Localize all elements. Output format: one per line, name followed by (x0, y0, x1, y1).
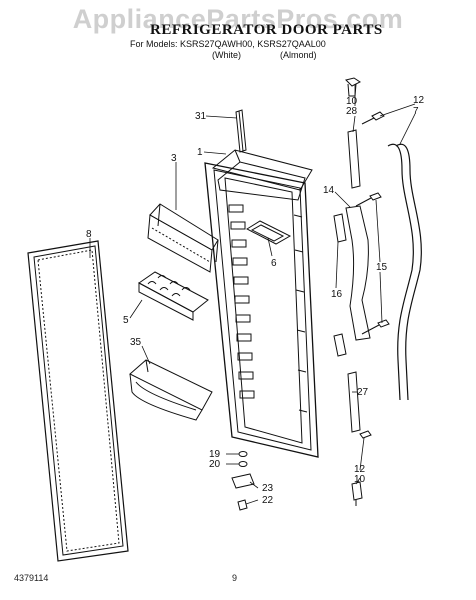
document-number: 4379114 (14, 573, 49, 583)
callout-1: 1 (197, 147, 203, 158)
callout-23: 23 (262, 483, 274, 494)
egg-tray-part (138, 271, 209, 321)
callout-27: 27 (357, 387, 369, 398)
callout-22: 22 (262, 495, 274, 506)
screw-top-part (361, 111, 385, 125)
callout-10-bottom: 10 (354, 474, 366, 485)
callout-12-top: 12 (413, 95, 425, 106)
callout-20: 20 (209, 459, 221, 470)
variant-white-label: (White) (212, 50, 241, 60)
screw-side-part (355, 192, 390, 335)
door-gasket-part (27, 240, 129, 562)
page-number: 9 (232, 573, 238, 583)
callout-14: 14 (323, 185, 335, 196)
cam-assembly-part (231, 451, 255, 511)
callout-28: 28 (346, 106, 358, 117)
callout-5: 5 (123, 315, 129, 326)
diagram-title: REFRIGERATOR DOOR PARTS (150, 22, 383, 38)
callout-15: 15 (376, 262, 388, 273)
watermark-text: AppliancePartsPros.com (72, 4, 404, 34)
butter-shelf-part (245, 220, 292, 245)
callout-12-bottom: 12 (354, 464, 366, 475)
bottom-hinge-strip-part (347, 371, 361, 433)
callout-10-top: 10 (346, 96, 358, 107)
trim-strip-part (235, 109, 247, 153)
callout-31: 31 (195, 111, 207, 122)
door-bin-part (129, 359, 213, 421)
callout-8: 8 (86, 229, 92, 240)
handle-bracket-part (333, 205, 371, 357)
callout-7: 7 (413, 106, 419, 117)
models-line: For Models: KSRS27QAWH00, KSRS27QAAL00 (130, 39, 326, 49)
callout-6: 6 (271, 258, 277, 269)
callout-16: 16 (331, 289, 343, 300)
dairy-door-part (147, 203, 219, 273)
callout-35: 35 (130, 337, 142, 348)
leader-lines (89, 84, 416, 505)
callout-19: 19 (209, 449, 221, 460)
top-hinge-part (345, 77, 361, 189)
door-handle-part (387, 143, 422, 401)
door-liner-part (204, 149, 319, 458)
variant-almond-label: (Almond) (280, 50, 317, 60)
callout-3: 3 (171, 153, 177, 164)
